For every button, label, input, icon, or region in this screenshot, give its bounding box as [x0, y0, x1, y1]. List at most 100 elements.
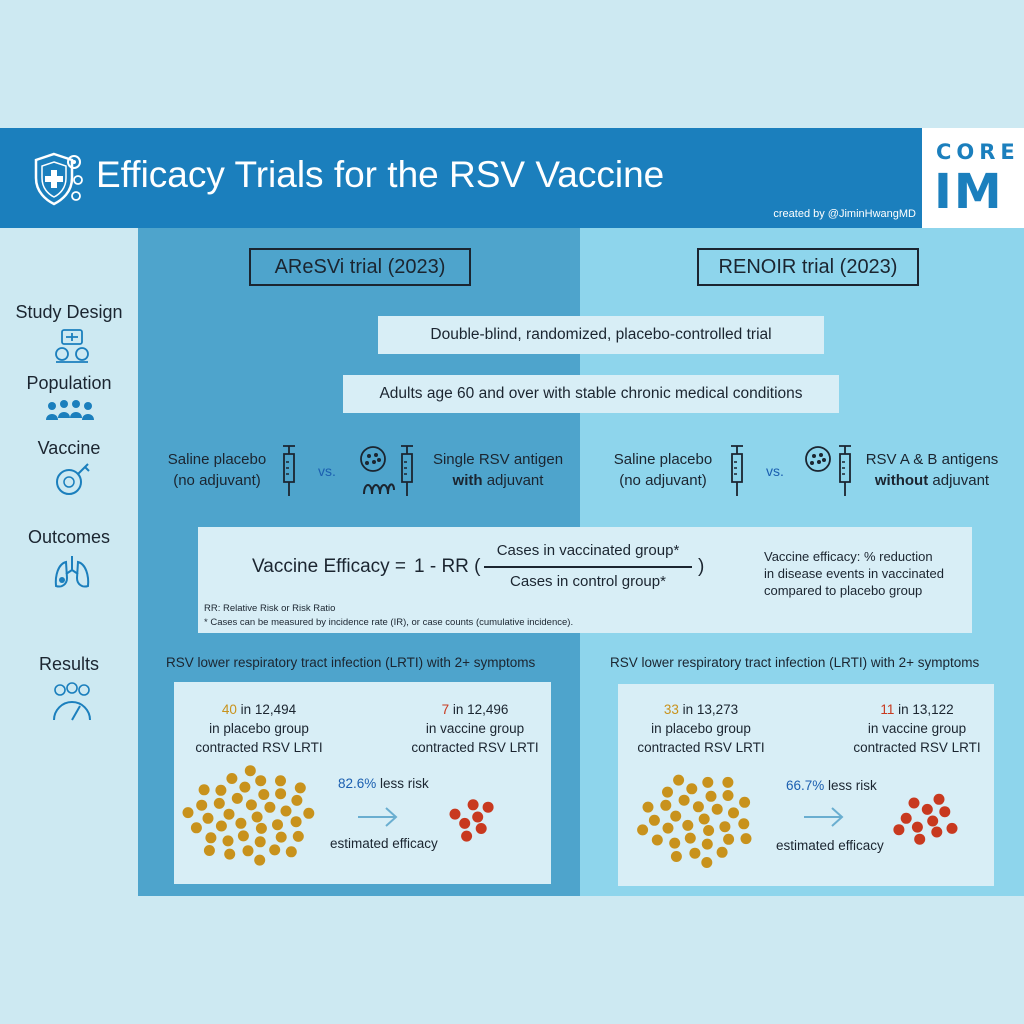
case-dot: [670, 851, 682, 862]
case-dot: [203, 845, 215, 856]
case-dot: [190, 822, 202, 834]
case-dot: [275, 788, 287, 800]
case-dot: [215, 820, 227, 832]
aresvi-placebo-text: Saline placebo (no adjuvant): [167, 451, 267, 489]
case-dot: [459, 817, 471, 829]
case-dot: [716, 846, 728, 858]
case-dot: [303, 807, 315, 819]
ve-formula-suffix: ): [698, 556, 705, 577]
renoir-estimated: estimated efficacy: [776, 838, 884, 853]
credit-text: created by @JiminHwangMD: [773, 208, 916, 220]
aresvi-results-title: RSV lower respiratory tract infection (L…: [166, 655, 536, 670]
ve-definition: Vaccine efficacy: % reduction in disease…: [764, 549, 944, 598]
case-dot: [648, 814, 660, 826]
syringe-icon: [731, 445, 743, 496]
case-dot: [242, 845, 254, 857]
virus-icon: [360, 446, 386, 472]
case-dot: [642, 801, 654, 813]
case-dot: [449, 808, 461, 820]
case-dot: [461, 830, 473, 842]
case-dot: [264, 801, 276, 813]
renoir-placebo-text: Saline placebo (no adjuvant): [613, 451, 713, 489]
header-bar: [0, 128, 1024, 228]
fraction-line: [484, 566, 692, 568]
logo-core-text: CORE: [936, 140, 1020, 164]
case-dot: [701, 857, 713, 868]
case-dot: [893, 824, 905, 836]
case-dot: [235, 817, 247, 829]
aresvi-efficacy: 82.6% less risk: [338, 776, 429, 791]
lungs-icon: [54, 556, 90, 588]
case-dot: [224, 848, 236, 860]
case-dot: [686, 783, 698, 795]
case-dot: [223, 808, 235, 820]
outcomes-box: [198, 527, 972, 633]
case-dot: [678, 794, 690, 806]
case-dot: [921, 803, 933, 815]
renoir-vaccine-count: 11 in 13,122 in vaccine group contracted…: [853, 702, 981, 755]
ve-numerator: Cases in vaccinated group*: [496, 542, 680, 559]
case-dot: [205, 832, 217, 844]
case-dot: [933, 793, 945, 805]
aresvi-vs: vs.: [318, 463, 336, 479]
aresvi-vaccine-dots: [449, 799, 494, 842]
case-dot: [285, 846, 297, 858]
case-dot: [711, 803, 723, 815]
case-dot: [245, 799, 257, 811]
case-dot: [280, 805, 292, 817]
case-dot: [698, 813, 710, 825]
case-dot: [475, 823, 487, 834]
results-gauge-icon: [53, 682, 91, 721]
renoir-efficacy: 66.7% less risk: [786, 778, 877, 793]
population-banner: Adults age 60 and over with stable chron…: [343, 375, 839, 413]
renoir-vs: vs.: [766, 463, 784, 479]
case-dot: [673, 774, 685, 786]
row-label-results: Results: [38, 654, 100, 674]
renoir-placebo-dots: [637, 774, 752, 868]
logo-im-text: IM: [934, 164, 1004, 220]
page-title: Efficacy Trials for the RSV Vaccine: [96, 154, 665, 195]
case-dot: [467, 799, 479, 811]
cases-note: * Cases can be measured by incidence rat…: [204, 617, 574, 628]
case-dot: [911, 821, 923, 833]
case-dot: [182, 807, 194, 819]
case-dot: [670, 810, 682, 822]
adjuvant-icon: [363, 483, 395, 495]
case-dot: [198, 784, 210, 796]
ve-formula-prefix: 1 - RR (: [414, 556, 481, 577]
aresvi-vaccine-text: Single RSV antigen with adjuvant: [432, 451, 564, 489]
renoir-vaccine-dots: [893, 793, 958, 845]
case-dot: [226, 773, 238, 784]
case-dot: [927, 815, 939, 827]
virus-icon: [805, 446, 831, 472]
syringe-icon: [283, 445, 295, 496]
case-dot: [739, 796, 751, 808]
case-dot: [291, 794, 303, 806]
shield-virus-icon: [34, 152, 83, 206]
renoir-placebo-count: 33 in 13,273 in placebo group contracted…: [637, 702, 765, 755]
row-label-population: Population: [26, 373, 112, 393]
case-dot: [275, 831, 287, 843]
case-dot: [722, 790, 734, 801]
case-dot: [946, 822, 958, 834]
case-dot: [202, 812, 214, 824]
row-label-strip: [0, 228, 138, 896]
case-dot: [662, 786, 673, 798]
row-label-study-design: Study Design: [15, 302, 123, 322]
case-dot: [213, 797, 225, 809]
case-dot: [254, 854, 266, 866]
case-dot: [269, 844, 281, 856]
renoir-results-title: RSV lower respiratory tract infection (L…: [610, 655, 980, 670]
case-dot: [939, 806, 951, 818]
case-dot: [244, 765, 256, 777]
case-dot: [292, 830, 304, 842]
case-dot: [222, 835, 234, 847]
aresvi-estimated: estimated efficacy: [330, 836, 438, 851]
case-dot: [215, 784, 227, 796]
case-dot: [251, 811, 263, 823]
case-dot: [703, 825, 715, 836]
aresvi-placebo-count: 40 in 12,494 in placebo group contracted…: [195, 702, 323, 755]
case-dot: [290, 816, 302, 828]
syringe-icon: [401, 445, 413, 496]
case-dot: [684, 832, 696, 844]
